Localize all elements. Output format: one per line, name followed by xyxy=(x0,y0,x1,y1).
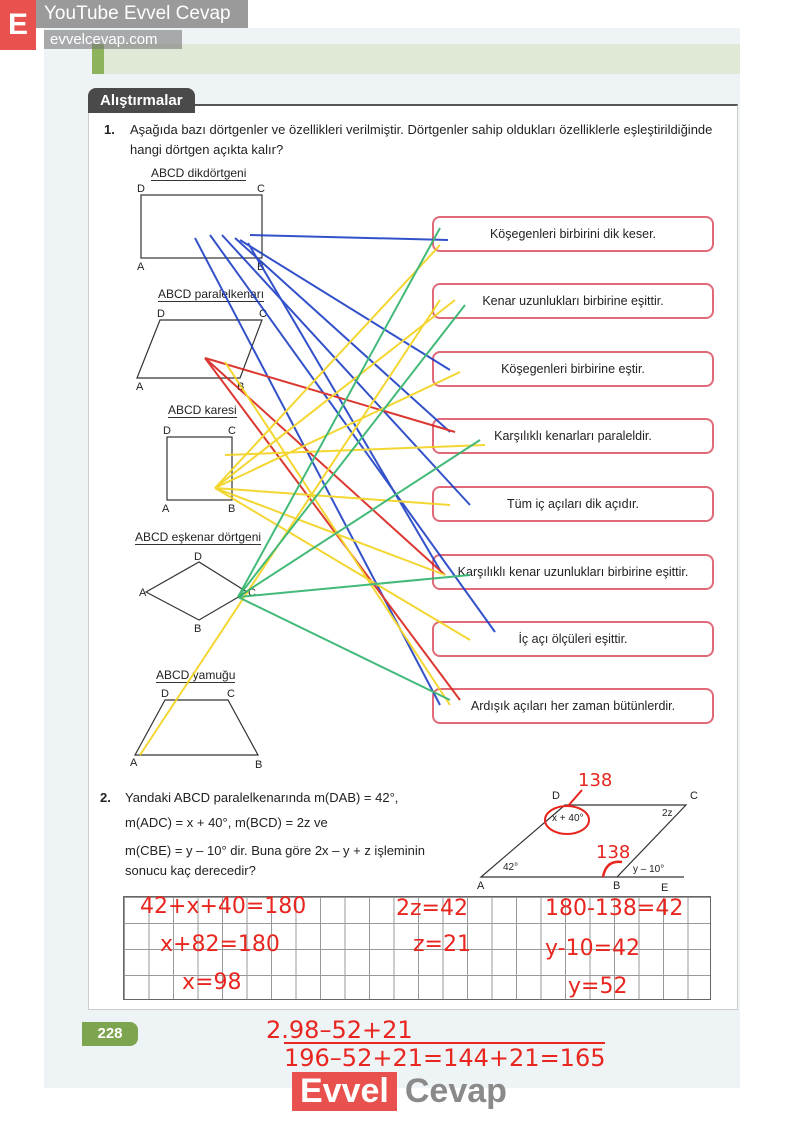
vertex-b: B xyxy=(613,880,621,892)
q2-line: m(ADC) = x + 40°, m(BCD) = 2z ve xyxy=(125,815,328,830)
handwritten-work: 180-138=42 xyxy=(545,896,684,921)
svg-text:D: D xyxy=(157,308,165,320)
property-box: Karşılıklı kenarları paraleldir. xyxy=(432,418,714,454)
shape-label-square: ABCD karesi xyxy=(168,403,237,418)
watermark-evvel: Evvel xyxy=(292,1072,397,1111)
q1-number: 1. xyxy=(104,122,115,137)
svg-text:B: B xyxy=(194,623,201,635)
svg-text:B: B xyxy=(255,759,262,771)
svg-text:C: C xyxy=(248,587,256,599)
handwritten-final: 196–52+21=144+21=165 xyxy=(284,1042,606,1072)
watermark-url: evvelcevap.com xyxy=(44,30,182,49)
answer-grid xyxy=(123,896,711,1000)
circled-angle-mark xyxy=(544,805,590,835)
parallelogram-shape xyxy=(136,319,263,379)
handwritten-work: 2z=42 xyxy=(396,896,468,921)
watermark-cevap: Cevap xyxy=(404,1072,507,1110)
svg-text:C: C xyxy=(257,183,265,195)
q2-line: sonucu kaç derecedir? xyxy=(125,863,256,878)
q2-line: m(CBE) = y – 10° dir. Buna göre 2x – y +… xyxy=(125,843,425,858)
shape-label-rhombus: ABCD eşkenar dörtgeni xyxy=(135,530,262,545)
bottom-watermark: Evvel Cevap xyxy=(292,1072,507,1111)
vertex-a: A xyxy=(477,880,485,892)
handwritten-work: x+82=180 xyxy=(160,932,280,957)
svg-text:D: D xyxy=(137,183,145,195)
vertex-d: D xyxy=(552,790,560,802)
svg-text:D: D xyxy=(163,425,171,437)
q1-text: Aşağıda bazı dörtgenler ve özellikleri v… xyxy=(130,122,713,157)
rhombus-shape xyxy=(144,561,249,621)
property-box: Tüm iç açıları dik açıdır. xyxy=(432,486,714,522)
svg-text:A: A xyxy=(136,381,144,393)
svg-text:D: D xyxy=(194,551,202,563)
q2-line: Yandaki ABCD paralelkenarında m(DAB) = 4… xyxy=(125,790,399,805)
svg-text:C: C xyxy=(227,688,235,700)
property-box: Köşegenleri birbirine eştir. xyxy=(432,351,714,387)
angle-d: x + 40° xyxy=(552,813,584,824)
header-bar xyxy=(92,44,740,74)
handwritten-note: 138 xyxy=(578,770,613,791)
trapezoid-shape xyxy=(133,699,260,756)
property-box: İç açı ölçüleri eşittir. xyxy=(432,621,714,657)
angle-b: y – 10° xyxy=(633,864,665,875)
q2-number: 2. xyxy=(100,790,111,805)
svg-text:B: B xyxy=(257,261,264,273)
rectangle-shape xyxy=(140,194,263,259)
svg-text:A: A xyxy=(137,261,145,273)
svg-text:D: D xyxy=(161,688,169,700)
watermark-logo: E YouTube Evvel Cevap evvelcevap.com xyxy=(0,0,248,50)
section-title: Alıştırmalar xyxy=(88,88,195,113)
property-box: Kenar uzunlukları birbirine eşittir. xyxy=(432,283,714,319)
angle-a: 42° xyxy=(503,862,519,873)
angle-c: 2z xyxy=(662,808,673,819)
logo-letter: E xyxy=(0,0,36,50)
shape-label-parallelogram: ABCD paralelkenarı xyxy=(158,287,265,302)
handwritten-work: y=52 xyxy=(568,974,628,999)
handwritten-work: x=98 xyxy=(182,970,242,995)
q2-parallelogram xyxy=(479,804,688,878)
shape-label-trapezoid: ABCD yamuğu xyxy=(156,668,236,683)
svg-text:A: A xyxy=(130,757,138,769)
handwritten-final: 2.98–52+21 xyxy=(266,1016,413,1044)
svg-text:C: C xyxy=(259,308,267,320)
property-box: Karşılıklı kenar uzunlukları birbirine e… xyxy=(432,554,714,590)
handwritten-work: z=21 xyxy=(413,932,471,957)
handwritten-work: 42+x+40=180 xyxy=(140,894,307,919)
svg-text:A: A xyxy=(139,587,147,599)
property-box: Köşegenleri birbirini dik keser. xyxy=(432,216,714,252)
svg-text:A: A xyxy=(162,503,170,515)
property-box: Ardışık açıları her zaman bütünlerdir. xyxy=(432,688,714,724)
svg-text:B: B xyxy=(228,503,235,515)
svg-text:C: C xyxy=(228,425,236,437)
watermark-title: YouTube Evvel Cevap xyxy=(36,0,248,28)
handwritten-work: y-10=42 xyxy=(545,936,640,961)
handwritten-note: 138 xyxy=(596,842,631,863)
vertex-e: E xyxy=(661,882,669,894)
vertex-c: C xyxy=(690,790,698,802)
shape-label-rectangle: ABCD dikdörtgeni xyxy=(151,166,247,181)
page-number: 228 xyxy=(82,1022,138,1046)
